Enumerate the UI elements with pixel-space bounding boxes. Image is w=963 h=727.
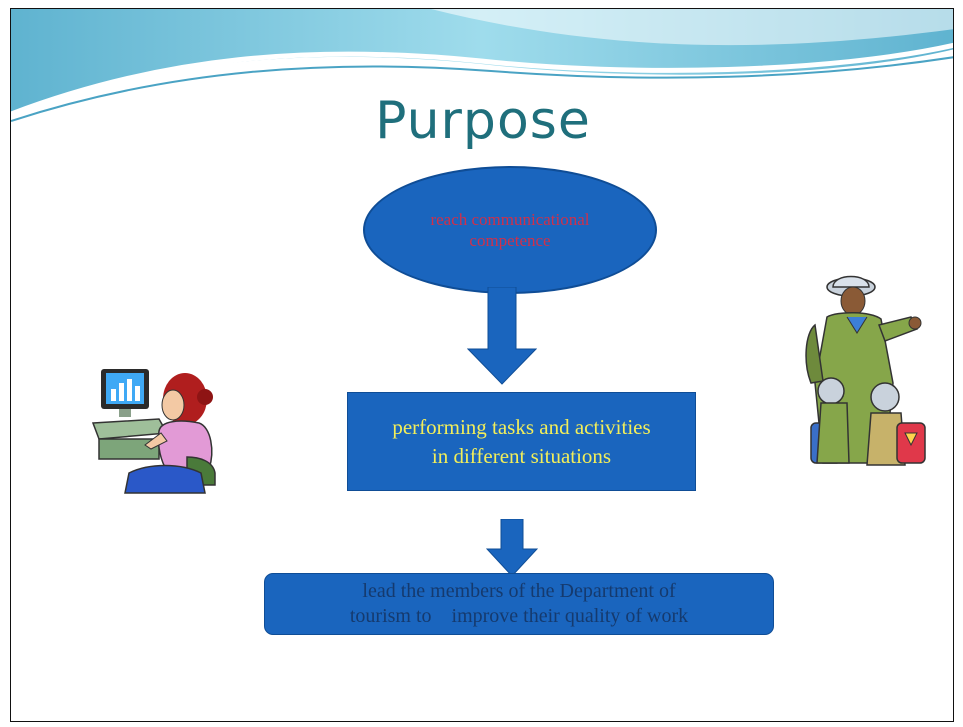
result-text-line2: tourism to improve their quality of work — [349, 605, 689, 627]
header-wave — [11, 9, 953, 122]
tasks-box: performing tasks and activities in diffe… — [347, 392, 696, 491]
slide-title: Purpose — [375, 91, 591, 151]
down-arrow-1 — [467, 287, 537, 385]
slide: Purpose reach communicational competence… — [10, 8, 954, 722]
result-text-line1: lead the members of the Department of — [362, 580, 676, 602]
woman-at-computer-icon — [91, 369, 216, 494]
tasks-text-line1: performing tasks and activities — [392, 414, 651, 439]
goal-ellipse: reach communicational competence — [363, 166, 657, 294]
tasks-text-line2: in different situations — [431, 443, 612, 468]
tasks-text-block: performing tasks and activities in diffe… — [392, 413, 650, 471]
down-arrow-2 — [486, 519, 538, 577]
tour-guide-icon — [805, 275, 926, 466]
result-text-block: lead the members of the Department of to… — [350, 579, 688, 629]
result-box: lead the members of the Department of to… — [264, 573, 774, 635]
goal-text: reach communicational competence — [430, 210, 590, 250]
